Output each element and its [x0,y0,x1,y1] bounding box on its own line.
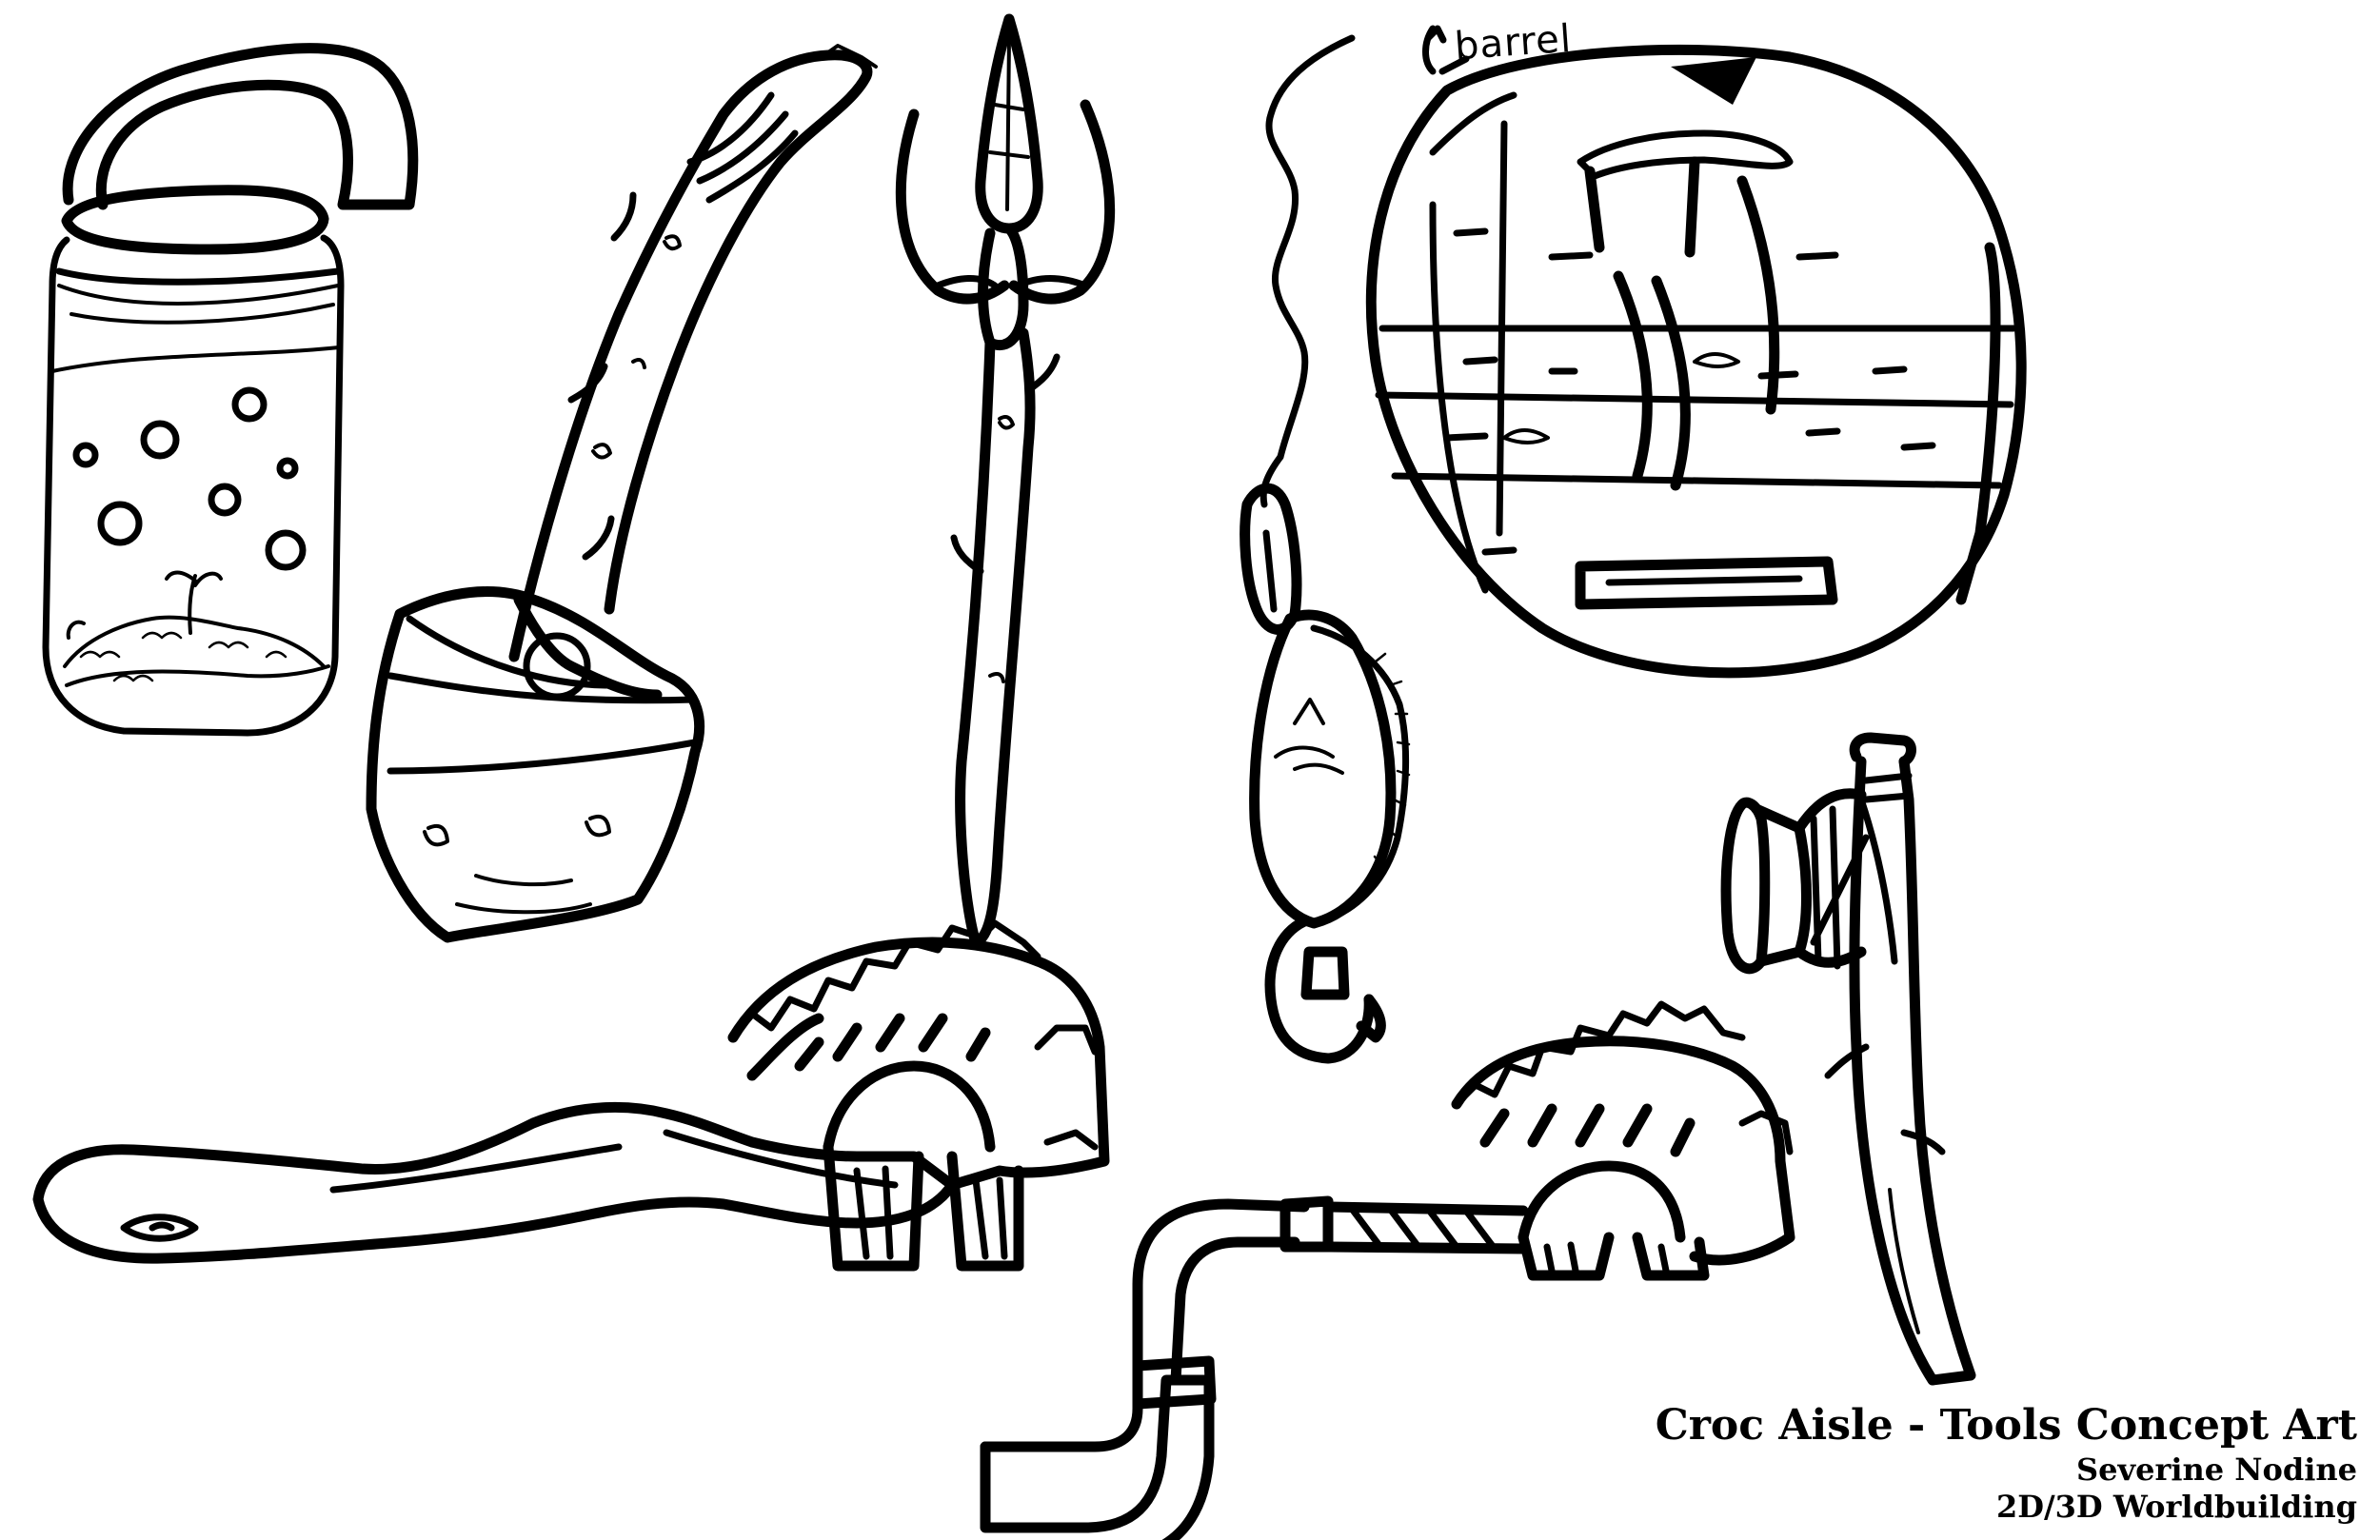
credits-author: Severine Nodine [2076,1451,2357,1489]
bottle-cap-fishing-lure-sketch [1245,38,1409,1058]
trident-spear-sketch [901,19,1109,942]
barrel-lid-shield-sketch [1371,29,2021,673]
jar-sketch [46,49,413,733]
barrel-annotation-label: barrel [1453,16,1574,69]
credits-course: 2D/3D Worldbuilding [1995,1488,2357,1525]
gear-rake-pipe-sketch [985,1004,1790,1540]
credits-block: Croc Aisle - Tools Concept Art Severine … [1656,1401,2357,1525]
gear-rake-stick-sketch [38,923,1104,1266]
stick-axe-sketch [371,46,876,938]
credits-title: Croc Aisle - Tools Concept Art [1655,1401,2357,1451]
pipe-hammer-sketch [1726,738,1971,1380]
